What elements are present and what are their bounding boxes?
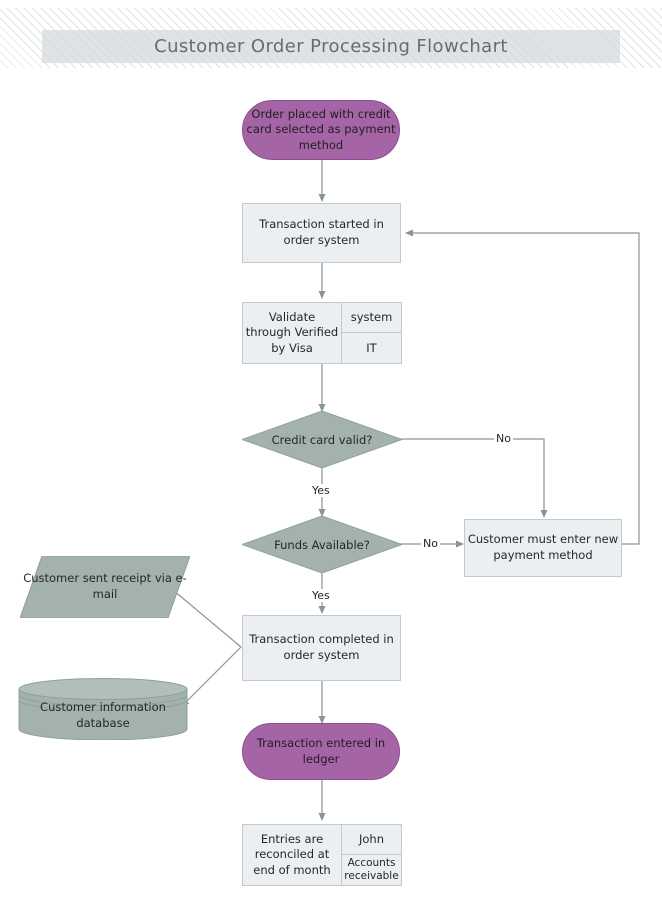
node-start-terminator[interactable]: Order placed with credit card selected a… bbox=[242, 100, 400, 160]
node-customer-database-label: Customer information database bbox=[40, 700, 166, 730]
node-decision-credit-card-label: Credit card valid? bbox=[271, 432, 373, 447]
node-start-label: Order placed with credit card selected a… bbox=[246, 106, 396, 152]
node-validate-label: Validate through Verified by Visa bbox=[243, 303, 342, 363]
node-transaction-started[interactable]: Transaction started in order system bbox=[242, 203, 401, 263]
node-reconcile-box[interactable]: Entries are reconciled at end of month J… bbox=[242, 824, 402, 886]
node-decision-credit-card-valid[interactable]: Credit card valid? bbox=[242, 411, 402, 468]
page-title: Customer Order Processing Flowchart bbox=[154, 36, 508, 57]
edge-credit-no-to-payment bbox=[401, 438, 548, 518]
node-receipt-email[interactable]: Customer sent receipt via e-mail bbox=[20, 556, 190, 618]
title-banner: Customer Order Processing Flowchart bbox=[0, 8, 662, 68]
edge-label-funds-yes: Yes bbox=[310, 589, 332, 602]
node-transaction-completed[interactable]: Transaction completed in order system bbox=[242, 615, 401, 681]
node-transaction-completed-label: Transaction completed in order system bbox=[249, 632, 394, 662]
node-ledger-terminator[interactable]: Transaction entered in ledger bbox=[242, 723, 400, 780]
edge-payment-back-to-transaction bbox=[405, 229, 640, 545]
diamond-icon bbox=[242, 411, 402, 468]
node-reconcile-cell-department[interactable]: Accounts receivable bbox=[344, 856, 399, 882]
node-reconcile-cell-owner[interactable]: John bbox=[342, 825, 401, 855]
edge-label-funds-no: No bbox=[421, 537, 440, 550]
node-reconcile-side-cells: John Accounts receivable bbox=[342, 825, 401, 885]
edge-completed-to-database bbox=[181, 646, 242, 707]
node-receipt-email-label: Customer sent receipt via e-mail bbox=[23, 571, 187, 601]
node-new-payment-method[interactable]: Customer must enter new payment method bbox=[464, 519, 622, 577]
diamond-icon bbox=[242, 516, 402, 573]
node-validate-cell-system[interactable]: system bbox=[342, 303, 401, 333]
node-customer-database[interactable]: Customer information database bbox=[18, 678, 188, 740]
node-validate-side-cells: system IT bbox=[342, 303, 401, 363]
node-new-payment-method-label: Customer must enter new payment method bbox=[467, 532, 619, 562]
node-decision-funds-available-label: Funds Available? bbox=[274, 537, 370, 552]
node-transaction-started-label: Transaction started in order system bbox=[259, 217, 384, 247]
edge-label-credit-no: No bbox=[494, 432, 513, 445]
node-reconcile-label: Entries are reconciled at end of month bbox=[243, 825, 342, 885]
database-cylinder-icon bbox=[18, 678, 188, 740]
parallelogram-icon bbox=[20, 556, 190, 618]
node-decision-funds-available[interactable]: Funds Available? bbox=[242, 516, 402, 573]
node-ledger-label: Transaction entered in ledger bbox=[256, 735, 386, 766]
node-validate-box[interactable]: Validate through Verified by Visa system… bbox=[242, 302, 402, 364]
edge-label-credit-yes: Yes bbox=[310, 484, 332, 497]
node-validate-cell-it[interactable]: IT bbox=[366, 340, 377, 355]
title-bar: Customer Order Processing Flowchart bbox=[42, 30, 620, 63]
